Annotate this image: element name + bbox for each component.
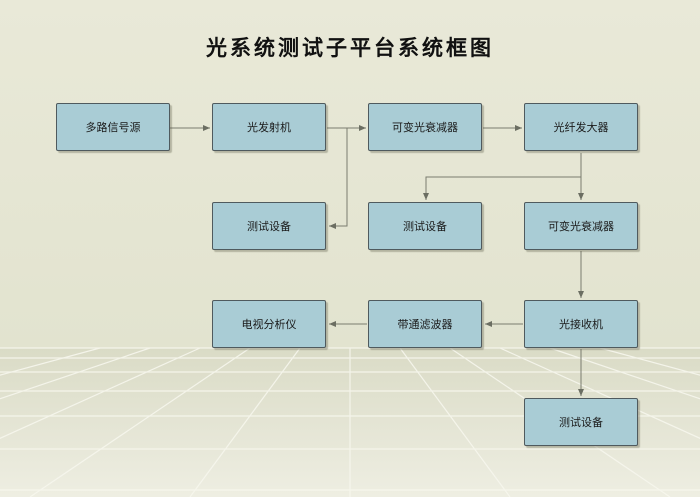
node-variable-attenuator-1: 可变光衰减器	[368, 103, 482, 151]
node-test-equipment-1: 测试设备	[212, 202, 326, 250]
node-variable-attenuator-2: 可变光衰减器	[524, 202, 638, 250]
node-multi-signal-source: 多路信号源	[56, 103, 170, 151]
node-test-equipment-3: 测试设备	[524, 398, 638, 446]
edge-amplifier-to-test-equip-2	[423, 176, 581, 200]
node-fiber-amplifier: 光纤发大器	[524, 103, 638, 151]
node-tv-analyzer: 电视分析仪	[212, 300, 326, 348]
node-optical-transmitter: 光发射机	[212, 103, 326, 151]
node-bandpass-filter: 带通滤波器	[368, 300, 482, 348]
diagram-title: 光系统测试子平台系统框图	[206, 36, 494, 60]
edge-tx-to-test-equip-1	[329, 128, 348, 229]
node-optical-receiver: 光接收机	[524, 300, 638, 348]
node-test-equipment-2: 测试设备	[368, 202, 482, 250]
